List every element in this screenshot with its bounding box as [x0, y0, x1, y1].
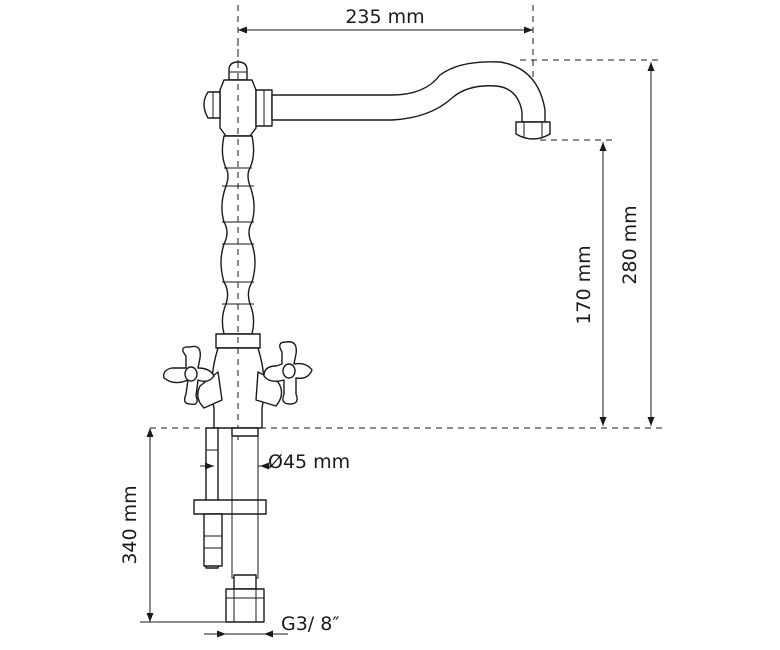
- spout-height-label: 170 mm: [573, 245, 595, 324]
- reach-dimension: 235 mm: [237, 5, 534, 85]
- total-height-label: 280 mm: [619, 205, 641, 284]
- hose-length-label: 340 mm: [119, 485, 141, 564]
- hose-length-dimension: 340 mm: [119, 428, 230, 623]
- faucet-body: [162, 40, 551, 440]
- height-dimensions: 280 mm 170 mm: [150, 59, 665, 429]
- reach-dimension-label: 235 mm: [345, 6, 424, 28]
- thread-label: G3/ 8″: [281, 613, 339, 635]
- mounting-assembly: Ø45 mm G3/ 8″: [193, 427, 350, 638]
- base-diameter-label: Ø45 mm: [268, 451, 350, 473]
